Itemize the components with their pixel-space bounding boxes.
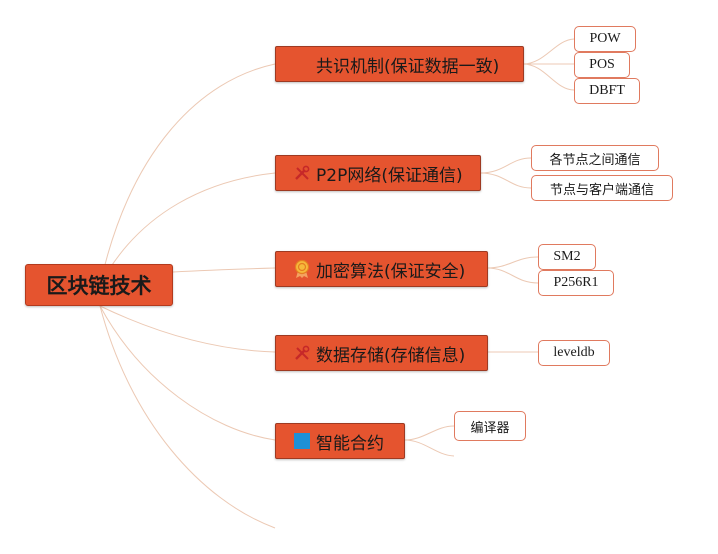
tools-icon: [292, 163, 312, 183]
branch-smart-contract[interactable]: 智能合约: [275, 423, 405, 459]
award-icon: [292, 259, 312, 279]
leaf-dbft[interactable]: DBFT: [574, 78, 640, 104]
branch-label: 共识机制(保证数据一致): [316, 56, 500, 77]
branch-consensus[interactable]: 共识机制(保证数据一致): [275, 46, 524, 82]
root-topic-label: 区块链技术: [46, 274, 152, 298]
branch-label: 加密算法(保证安全): [316, 261, 466, 282]
branch-label: 智能合约: [316, 433, 384, 454]
branch-label: 数据存储(存储信息): [316, 345, 466, 366]
leaf-node-communication[interactable]: 各节点之间通信: [531, 145, 659, 171]
branch-p2p[interactable]: P2P网络(保证通信): [275, 155, 481, 191]
leaf-pow[interactable]: POW: [574, 26, 636, 52]
leaf-pos[interactable]: POS: [574, 52, 630, 78]
branch-crypto[interactable]: 加密算法(保证安全): [275, 251, 488, 287]
blue-square-icon: [292, 431, 312, 451]
leaf-node-client-communication[interactable]: 节点与客户端通信: [531, 175, 673, 201]
blank-icon: [292, 54, 312, 74]
leaf-leveldb[interactable]: leveldb: [538, 340, 610, 366]
leaf-sm2[interactable]: SM2: [538, 244, 596, 270]
leaf-p256r1[interactable]: P256R1: [538, 270, 614, 296]
tools-icon: [292, 343, 312, 363]
branch-storage[interactable]: 数据存储(存储信息): [275, 335, 488, 371]
branch-label: P2P网络(保证通信): [316, 165, 463, 186]
leaf-compiler[interactable]: 编译器: [454, 411, 526, 441]
root-topic[interactable]: 区块链技术: [25, 264, 173, 306]
